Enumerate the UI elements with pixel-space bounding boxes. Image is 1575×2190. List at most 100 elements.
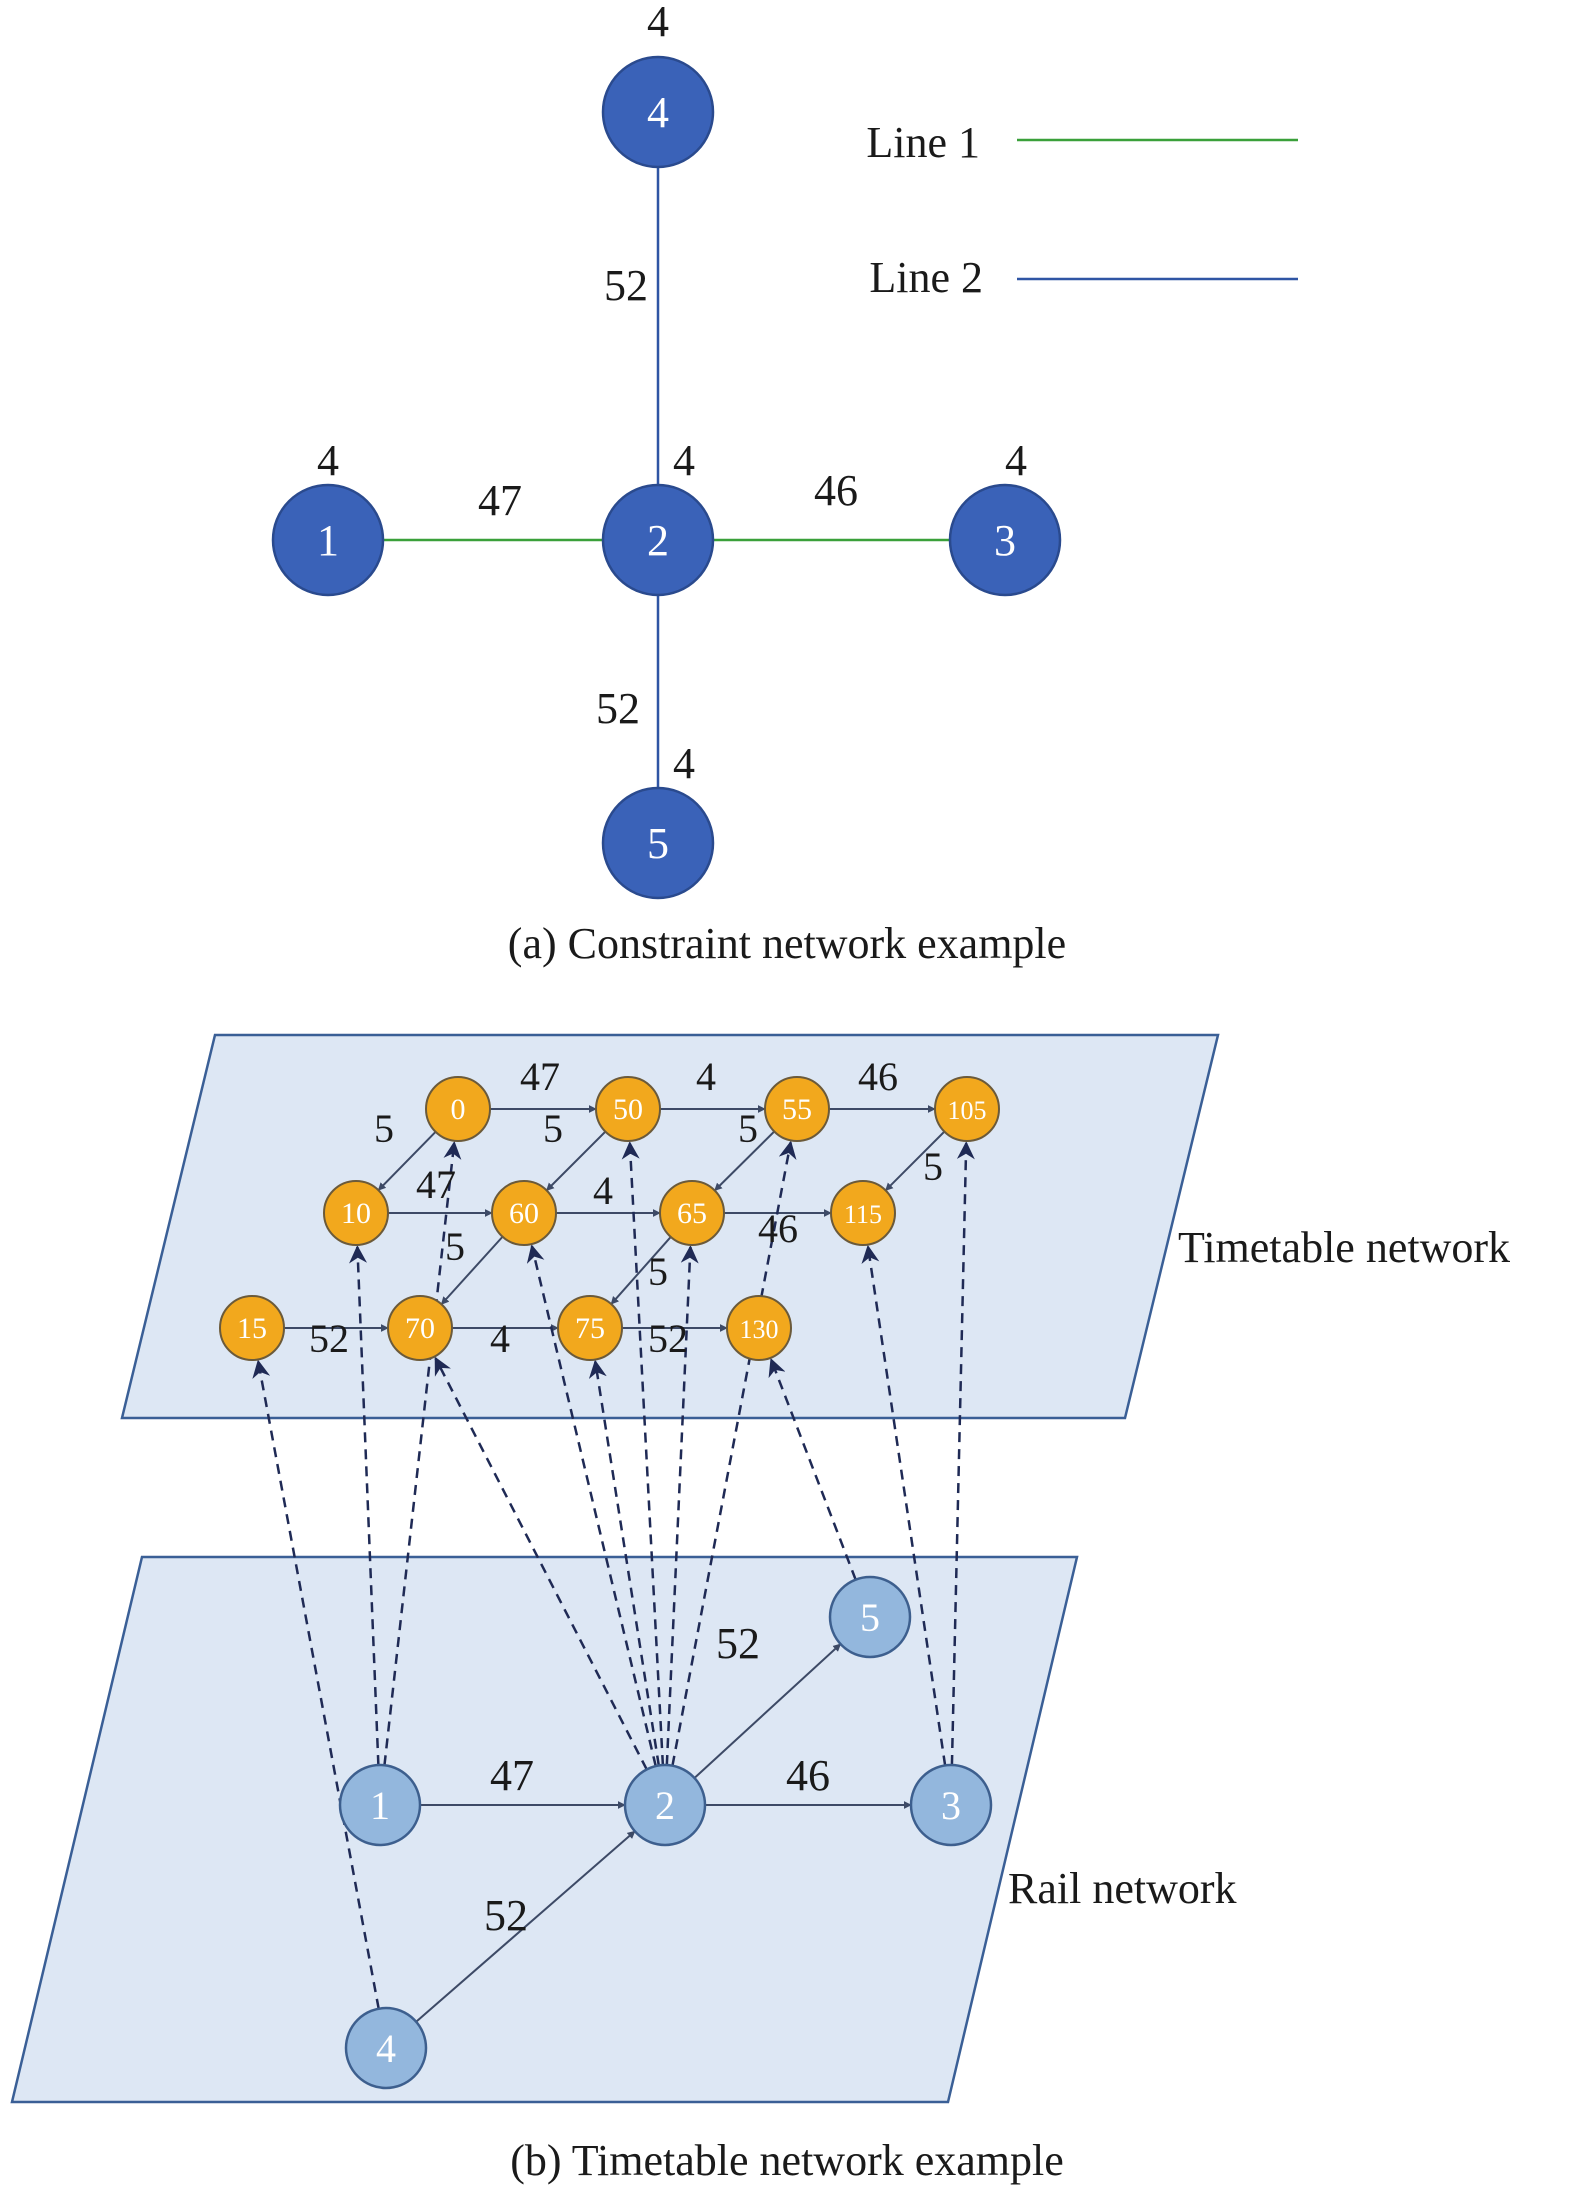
timetable-edge-label-60-70: 5 bbox=[445, 1224, 465, 1269]
station-node-5 bbox=[601, 786, 715, 900]
timetable-edge-0-10 bbox=[377, 1131, 437, 1191]
timetable-edge-label-65-75: 5 bbox=[648, 1249, 668, 1294]
station-node-label-4: 4 bbox=[647, 88, 669, 137]
timetable-event-105 bbox=[934, 1076, 1000, 1142]
mapping-arrow-4-15 bbox=[252, 1359, 380, 2009]
station-node-label-2: 2 bbox=[647, 516, 669, 565]
edge-label-4-2: 52 bbox=[604, 261, 648, 310]
timetable-edge-label-0-50: 47 bbox=[520, 1054, 560, 1099]
timetable-edge-label-55-105: 46 bbox=[858, 1054, 898, 1099]
station-dwell-label-5: 4 bbox=[673, 739, 695, 788]
timetable-edge-label-65-115: 46 bbox=[758, 1206, 798, 1251]
mapping-arrow-2-55 bbox=[671, 1140, 797, 1766]
mapping-arrow-2-75 bbox=[588, 1359, 661, 1766]
legend-line1-label: Line 1 bbox=[866, 118, 980, 167]
timetable-edge-label-75-130: 52 bbox=[648, 1316, 688, 1361]
timetable-event-75 bbox=[557, 1295, 623, 1361]
timetable-edge-50-60 bbox=[545, 1130, 607, 1192]
mapping-arrow-2-60 bbox=[526, 1244, 657, 1767]
timetable-edge-label-0-10: 5 bbox=[374, 1106, 394, 1151]
panel-a-caption: (a) Constraint network example bbox=[508, 919, 1066, 968]
station-node-label-3: 3 bbox=[994, 516, 1016, 565]
rail-edge-4-2 bbox=[415, 1830, 636, 2023]
timetable-event-70 bbox=[387, 1295, 453, 1361]
timetable-event-label-115: 115 bbox=[844, 1200, 882, 1229]
timetable-event-130 bbox=[726, 1295, 792, 1361]
rail-station-label-3: 3 bbox=[941, 1783, 961, 1828]
timetable-edge-65-75 bbox=[610, 1236, 672, 1305]
timetable-event-label-60: 60 bbox=[509, 1197, 539, 1230]
legend: Line 1 Line 2 bbox=[866, 118, 1298, 302]
timetable-event-label-105: 105 bbox=[948, 1096, 987, 1125]
rail-edge-label-4-2: 52 bbox=[484, 1891, 528, 1940]
timetable-edge-label-55-65: 5 bbox=[738, 1106, 758, 1151]
timetable-event-label-65: 65 bbox=[677, 1197, 707, 1230]
station-node-label-1: 1 bbox=[317, 516, 339, 565]
rail-station-2 bbox=[623, 1763, 707, 1847]
rail-edge-2-5 bbox=[693, 1643, 842, 1779]
timetable-event-0 bbox=[425, 1076, 491, 1142]
rail-station-4 bbox=[344, 2006, 428, 2090]
rail-edge-label-1-2: 47 bbox=[490, 1751, 534, 1800]
timetable-event-label-50: 50 bbox=[613, 1093, 643, 1126]
timetable-event-115 bbox=[830, 1180, 896, 1246]
timetable-network-label: Timetable network bbox=[1178, 1223, 1510, 1272]
station-dwell-label-3: 4 bbox=[1005, 436, 1027, 485]
timetable-event-label-75: 75 bbox=[575, 1312, 605, 1345]
rail-station-label-2: 2 bbox=[655, 1783, 675, 1828]
mapping-arrow-1-0 bbox=[383, 1140, 462, 1766]
edge-label-1-2: 47 bbox=[478, 476, 522, 525]
mapping-arrow-2-70 bbox=[434, 1356, 648, 1770]
mapping-arrow-3-105 bbox=[950, 1141, 975, 1766]
station-node-label-5: 5 bbox=[647, 819, 669, 868]
timetable-edge-label-105-115: 5 bbox=[923, 1144, 943, 1189]
station-node-4 bbox=[601, 55, 715, 169]
rail-station-label-4: 4 bbox=[376, 2026, 396, 2071]
timetable-edge-label-50-55: 4 bbox=[696, 1054, 716, 1099]
rail-edge-label-2-3: 46 bbox=[786, 1751, 830, 1800]
rail-station-1 bbox=[338, 1763, 422, 1847]
edge-label-2-5: 52 bbox=[596, 684, 640, 733]
mapping-arrow-3-115 bbox=[861, 1244, 947, 1766]
timetable-event-60 bbox=[491, 1180, 557, 1246]
mapping-arrow-5-130 bbox=[768, 1358, 857, 1581]
timetable-edge-label-10-60: 47 bbox=[416, 1162, 456, 1207]
timetable-event-15 bbox=[219, 1295, 285, 1361]
timetable-event-65 bbox=[659, 1180, 725, 1246]
rail-station-5 bbox=[828, 1575, 912, 1659]
mapping-arrow-2-65 bbox=[665, 1245, 699, 1766]
rail-station-label-1: 1 bbox=[370, 1783, 390, 1828]
station-dwell-label-2: 4 bbox=[673, 436, 695, 485]
timetable-event-55 bbox=[764, 1076, 830, 1142]
timetable-event-50 bbox=[595, 1076, 661, 1142]
rail-station-label-5: 5 bbox=[860, 1595, 880, 1640]
rail-plane bbox=[10, 1555, 1079, 2104]
timetable-edge-60-70 bbox=[440, 1236, 504, 1305]
legend-line2-label: Line 2 bbox=[869, 253, 983, 302]
edge-label-2-3: 46 bbox=[814, 466, 858, 515]
station-dwell-label-4: 4 bbox=[647, 0, 669, 46]
timetable-event-label-130: 130 bbox=[740, 1315, 779, 1344]
timetable-edge-label-50-60: 5 bbox=[543, 1106, 563, 1151]
mapping-arrow-2-50 bbox=[621, 1141, 665, 1766]
timetable-event-label-70: 70 bbox=[405, 1312, 435, 1345]
timetable-edge-105-115 bbox=[884, 1130, 946, 1192]
timetable-event-label-10: 10 bbox=[341, 1197, 371, 1230]
rail-edge-label-2-5: 52 bbox=[716, 1619, 760, 1668]
mapping-arrow-1-10 bbox=[349, 1245, 380, 1766]
timetable-event-label-0: 0 bbox=[451, 1093, 466, 1126]
timetable-event-label-55: 55 bbox=[782, 1093, 812, 1126]
timetable-edge-label-60-65: 4 bbox=[593, 1168, 613, 1213]
timetable-edge-label-15-70: 52 bbox=[309, 1316, 349, 1361]
rail-network-label: Rail network bbox=[1008, 1864, 1237, 1913]
station-node-3 bbox=[948, 483, 1062, 597]
timetable-edge-55-65 bbox=[714, 1130, 775, 1192]
station-node-2 bbox=[601, 483, 715, 597]
station-dwell-label-1: 4 bbox=[317, 436, 339, 485]
timetable-event-10 bbox=[323, 1180, 389, 1246]
panel-b-caption: (b) Timetable network example bbox=[510, 2136, 1064, 2185]
rail-station-3 bbox=[909, 1763, 993, 1847]
